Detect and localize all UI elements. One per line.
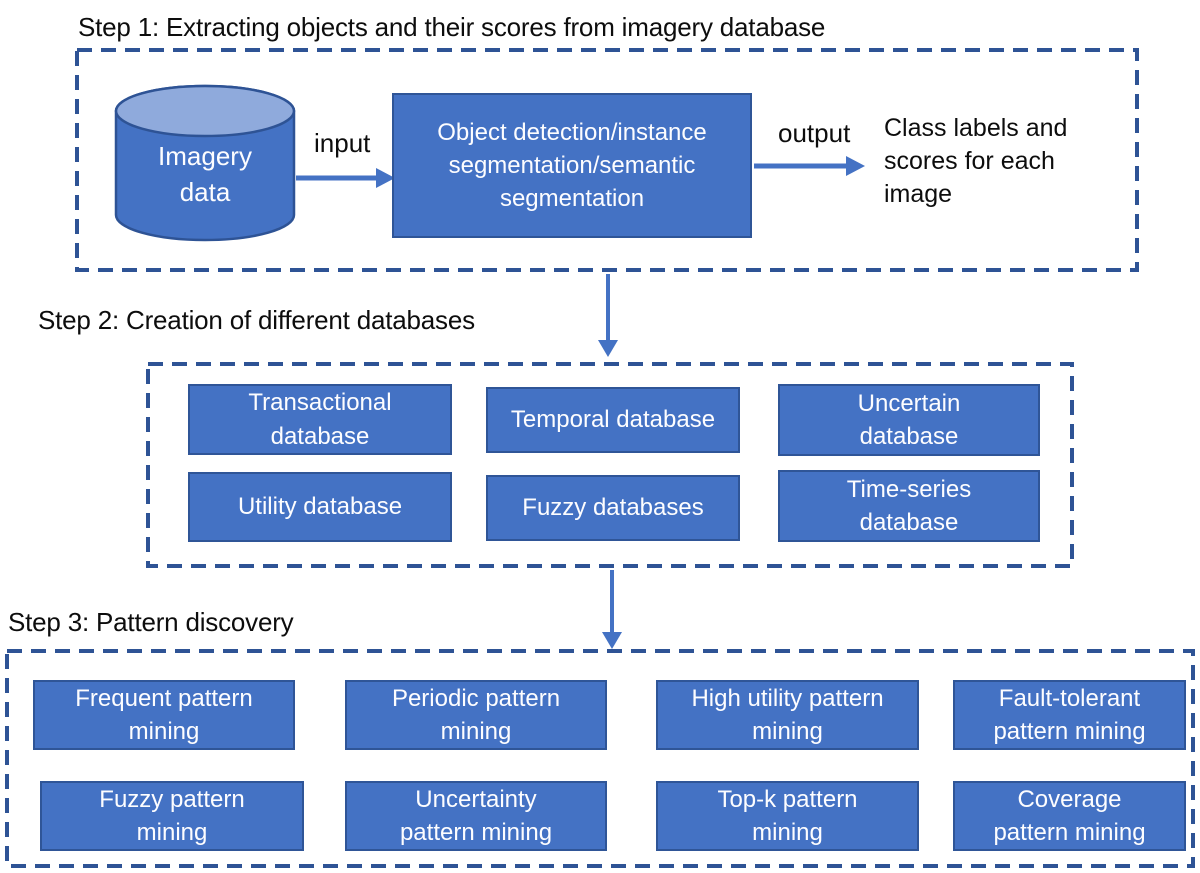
mining-box-fault-tolerant: Fault-tolerant pattern mining xyxy=(953,680,1186,750)
step2-dashed-container xyxy=(146,362,1074,568)
mining-box-uncertainty: Uncertainty pattern mining xyxy=(345,781,607,851)
mining-box-top-k: Top-k pattern mining xyxy=(656,781,919,851)
input-arrow-label: input xyxy=(314,128,371,158)
class-labels-result-text: Class labels and scores for each image xyxy=(884,114,1068,208)
step2-title: Step 2: Creation of different databases xyxy=(38,305,475,335)
db-box-utility: Utility database xyxy=(188,472,452,542)
mining-box-frequent: Frequent pattern mining xyxy=(33,680,295,750)
imagery-database-cylinder-icon xyxy=(114,84,296,242)
mining-box-periodic: Periodic pattern mining xyxy=(345,680,607,750)
db-box-time-series: Time-series database xyxy=(778,470,1040,542)
db-box-uncertain: Uncertain database xyxy=(778,384,1040,456)
input-arrow-icon xyxy=(296,168,395,188)
imagery-database-label: Imagery data xyxy=(158,141,252,208)
step1-dashed-container xyxy=(75,48,1139,272)
db-box-transactional: Transactional database xyxy=(188,384,452,455)
arrow-step2-to-step3-icon xyxy=(602,570,622,649)
object-detection-box: Object detection/instance segmentation/s… xyxy=(392,93,752,238)
step3-title: Step 3: Pattern discovery xyxy=(8,607,294,637)
output-arrow-icon xyxy=(754,156,865,176)
step1-title: Step 1: Extracting objects and their sco… xyxy=(78,12,826,42)
db-box-fuzzy: Fuzzy databases xyxy=(486,475,740,541)
db-box-temporal: Temporal database xyxy=(486,387,740,453)
arrow-step1-to-step2-icon xyxy=(598,274,618,357)
mining-box-fuzzy: Fuzzy pattern mining xyxy=(40,781,304,851)
mining-box-high-utility: High utility pattern mining xyxy=(656,680,919,750)
step3-dashed-container xyxy=(5,649,1195,868)
mining-box-coverage: Coverage pattern mining xyxy=(953,781,1186,851)
output-arrow-label: output xyxy=(778,118,851,148)
